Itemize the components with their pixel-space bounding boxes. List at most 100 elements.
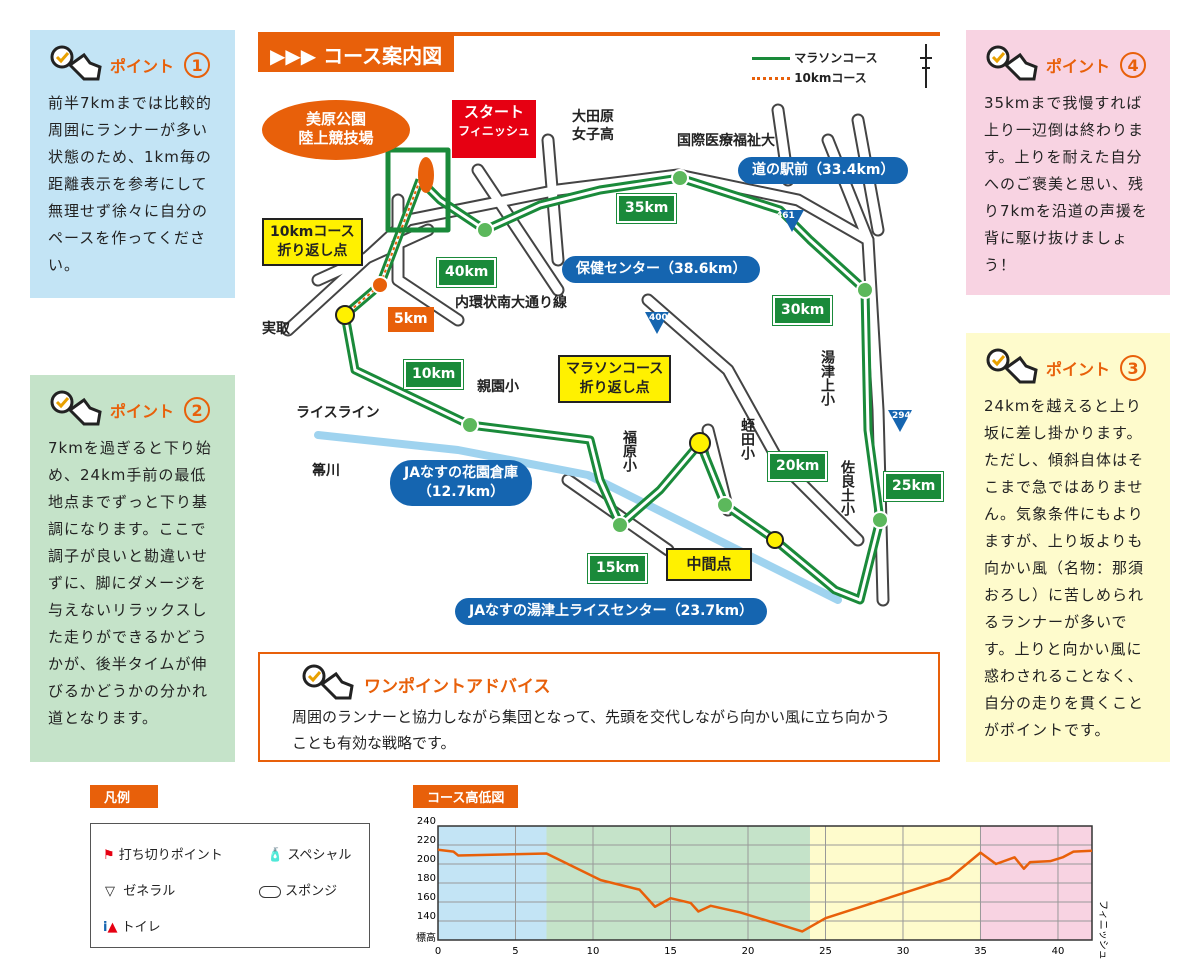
place-hoki-river: 箒川 bbox=[312, 463, 340, 479]
place-iuhw: 国際医療福祉大 bbox=[677, 133, 775, 149]
stadium-label: 美原公園 陸上競技場 bbox=[262, 100, 410, 160]
checkpoint-michinoeki: 道の駅前（33.4km） bbox=[738, 157, 909, 184]
place-yuzukami-elem: 湯津上小 bbox=[819, 350, 835, 406]
chart-title: コース高低図 bbox=[413, 785, 519, 808]
cup-icon: ▽ bbox=[105, 884, 115, 899]
route-461-label: 461 bbox=[776, 211, 795, 221]
km-15: 15km bbox=[586, 553, 649, 584]
route-294-label: 294 bbox=[892, 411, 911, 421]
north-arrow-icon bbox=[920, 44, 932, 88]
x-tick-label: 15 bbox=[664, 946, 677, 957]
km-10: 10km bbox=[402, 359, 465, 390]
map-line-legend: マラソンコース 10kmコース bbox=[752, 48, 878, 88]
x-tick-label: 35 bbox=[974, 946, 987, 957]
sponge-icon bbox=[259, 885, 281, 898]
place-rice-line: ライスライン bbox=[296, 405, 380, 421]
place-fukuhara-elem: 福原小 bbox=[621, 430, 637, 472]
km-25: 25km bbox=[882, 471, 945, 502]
point-text: 前半7kmまでは比較的周囲にランナーが多い状態のため、1km毎の距離表示を参考に… bbox=[48, 94, 212, 274]
map-title: コース案内図 bbox=[323, 44, 443, 68]
place-sanedori: 実取 bbox=[262, 321, 290, 337]
legend-label: 打ち切りポイント bbox=[118, 848, 223, 863]
start-label: スタート bbox=[463, 103, 524, 121]
tenk-line-swatch bbox=[752, 77, 790, 80]
legend-label: スペシャル bbox=[287, 848, 352, 863]
point-text: 7kmを過ぎると下り始め、24km手前の最低地点までずっと下り基調になります。こ… bbox=[48, 439, 212, 727]
y-tick-label: 200 bbox=[417, 854, 436, 865]
legend-label: トイレ bbox=[121, 920, 161, 935]
pointer-hand-icon bbox=[50, 45, 102, 81]
x-tick-label: 0 bbox=[435, 946, 441, 957]
legend-title: 凡例 bbox=[90, 785, 158, 808]
km-35: 35km bbox=[615, 193, 678, 224]
advice-title: ワンポイントアドバイス bbox=[364, 676, 551, 697]
advice-box: ワンポイントアドバイス 周囲のランナーと協力しながら集団となって、先頭を交代しな… bbox=[258, 652, 940, 762]
finish-label: フィニッシュ bbox=[458, 124, 530, 138]
x-tick-label: 30 bbox=[897, 946, 910, 957]
y-tick-label: 180 bbox=[417, 873, 436, 884]
checkpoint-ja-yuzukami: JAなすの湯津上ライスセンター（23.7km） bbox=[455, 598, 768, 625]
legend-item: スポンジ bbox=[259, 880, 337, 899]
legend-box: ⚑ 打ち切りポイント 🧴 スペシャル ▽ ゼネラル スポンジ i▲ トイレ bbox=[90, 823, 370, 948]
place-chikazono-elem: 親園小 bbox=[477, 379, 519, 395]
y-tick-label: 220 bbox=[417, 835, 436, 846]
point-label: ポイント bbox=[110, 402, 175, 421]
plot-frame bbox=[437, 825, 1093, 941]
x-tick-label: 25 bbox=[819, 946, 832, 957]
place-saradono-elem: 佐良土小 bbox=[839, 460, 855, 516]
y-axis-label: 標高 bbox=[416, 931, 436, 944]
marathon-line-swatch bbox=[752, 57, 790, 60]
pointer-hand-icon bbox=[302, 664, 354, 700]
tenk-turnaround-label: 10kmコース 折り返し点 bbox=[262, 218, 363, 266]
legend-item: ⚑ 打ち切りポイント bbox=[103, 844, 223, 863]
x-tick-label: 20 bbox=[742, 946, 755, 957]
advice-text: 周囲のランナーと協力しながら集団となって、先頭を交代しながら向かい風に立ち向かう… bbox=[292, 708, 891, 752]
km-40: 40km bbox=[435, 257, 498, 288]
pointer-hand-icon bbox=[50, 390, 102, 426]
km-5: 5km bbox=[388, 307, 434, 332]
y-tick-label: 240 bbox=[417, 816, 436, 827]
midpoint-label: 中間点 bbox=[666, 548, 752, 581]
arrows-icon: ▶▶▶ bbox=[270, 44, 324, 68]
legend-label: スポンジ bbox=[285, 884, 338, 899]
x-axis-end-label: フィニッシュ bbox=[1097, 900, 1108, 960]
marathon-legend-label: マラソンコース bbox=[794, 51, 878, 65]
km-30: 30km bbox=[771, 295, 834, 326]
map-title-bar: ▶▶▶ コース案内図 bbox=[258, 32, 940, 72]
elevation-chart: 0 5 10 15 20 25 30 35 40 140 160 180 200 220 240 標高 フィニッ… bbox=[416, 816, 1108, 960]
x-tick-label: 5 bbox=[512, 946, 518, 957]
x-tick-label: 10 bbox=[587, 946, 600, 957]
place-inner-ring-road: 内環状南大通り線 bbox=[455, 295, 567, 311]
river bbox=[314, 431, 842, 604]
road-signs bbox=[645, 210, 912, 432]
point-label: ポイント bbox=[110, 57, 175, 76]
start-finish-label: スタートフィニッシュ bbox=[452, 100, 536, 158]
point-label: ポイント bbox=[1046, 360, 1111, 379]
point-text: 35kmまで我慢すれば上り一辺倒は終わります。上りを耐えた自分へのご褒美と思い、… bbox=[984, 94, 1148, 274]
legend-item: i▲ トイレ bbox=[103, 916, 161, 935]
elevation-line bbox=[437, 848, 1093, 933]
km-20: 20km bbox=[766, 451, 829, 482]
y-tick-label: 140 bbox=[417, 911, 436, 922]
x-tick-label: 40 bbox=[1052, 946, 1065, 957]
route-400-label: 400 bbox=[649, 313, 668, 323]
legend-item: ▽ ゼネラル bbox=[105, 880, 175, 899]
legend-label: ゼネラル bbox=[123, 884, 176, 899]
place-otawara-girls-high: 大田原 女子高 bbox=[572, 109, 614, 143]
legend-item: 🧴 スペシャル bbox=[267, 844, 351, 863]
checkpoint-ja-hanazono: JAなすの花園倉庫 （12.7km） bbox=[390, 460, 533, 506]
point-4-panel: ポイント 4 35kmまで我慢すれば上り一辺倒は終わります。上りを耐えた自分へのご… bbox=[966, 30, 1170, 295]
point-number: 2 bbox=[184, 397, 211, 423]
place-hiruta-elem: 蛭田小 bbox=[739, 418, 755, 460]
toilet-icon: i▲ bbox=[103, 920, 118, 935]
point-label: ポイント bbox=[1046, 57, 1111, 76]
bottle-icon: 🧴 bbox=[267, 848, 284, 863]
y-tick-label: 160 bbox=[417, 892, 436, 903]
point-number: 4 bbox=[1120, 52, 1147, 78]
flag-icon: ⚑ bbox=[103, 848, 115, 863]
point-2-panel: ポイント 2 7kmを過ぎると下り始め、24km手前の最低地点までずっと下り基調に… bbox=[30, 375, 235, 762]
marathon-turnaround-label: マラソンコース 折り返し点 bbox=[558, 355, 672, 403]
pointer-hand-icon bbox=[986, 45, 1038, 81]
